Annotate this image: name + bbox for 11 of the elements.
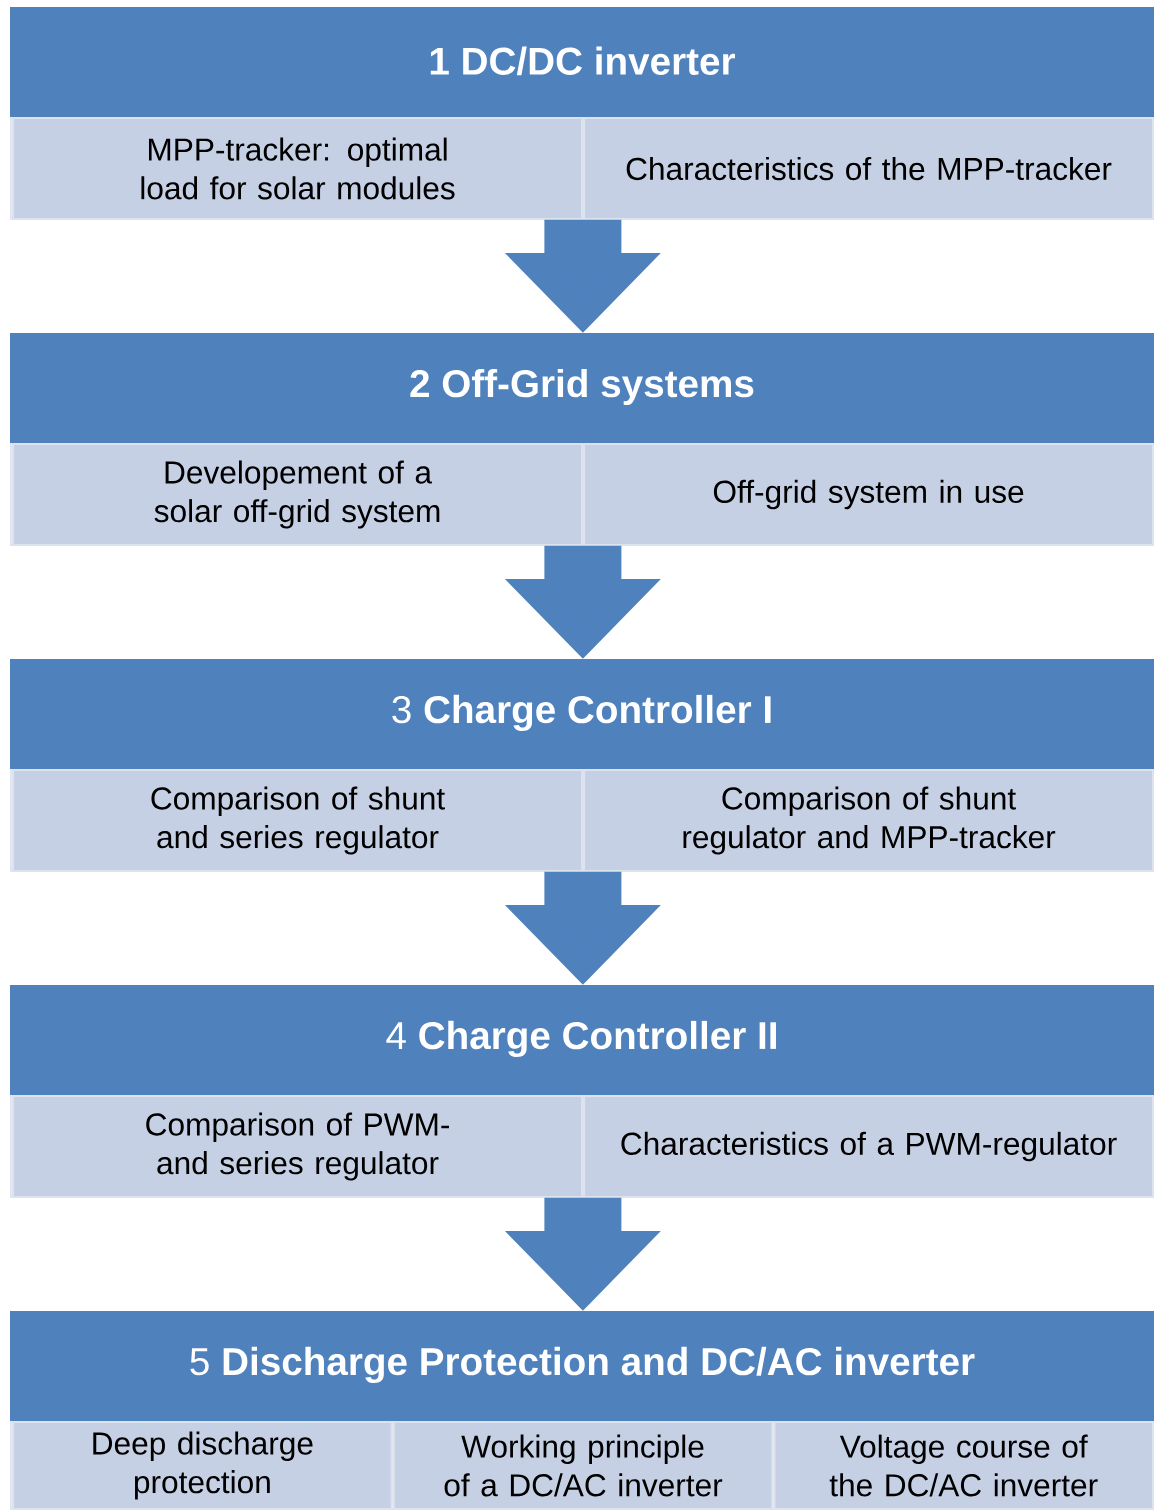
topic-box: MPP-tracker: optimal load for solar modules (12, 117, 584, 221)
topic-box: Comparison of shunt regulator and MPP-tracker (583, 769, 1154, 873)
topic-box: Characteristics of a PWM-regulator (583, 1095, 1154, 1199)
topic-box: Working principle of a DC/AC inverter (392, 1421, 774, 1510)
topic-box: Voltage course of the DC/AC inverter (773, 1421, 1154, 1510)
topic-box: Developement of a solar off-grid system (12, 443, 584, 547)
topic-box: Off-grid system in use (583, 443, 1154, 547)
topic-box: Characteristics of the MPP-tracker (583, 117, 1154, 221)
topic-box: Comparison of shunt and series regulator (12, 769, 584, 873)
topic-box: Comparison of PWM- and series regulator (12, 1095, 584, 1199)
topic-box: Deep discharge protection (12, 1421, 393, 1510)
